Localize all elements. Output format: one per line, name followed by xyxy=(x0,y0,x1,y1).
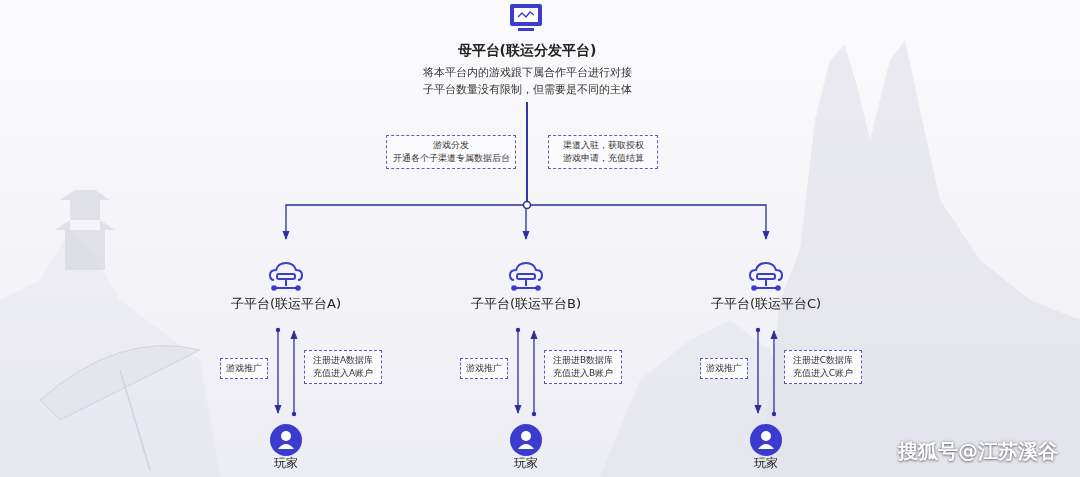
node-label: 游戏分发 开通各个子渠道专属数据后台 xyxy=(391,139,511,165)
note-box: 游戏推广 xyxy=(220,358,268,379)
start-dot xyxy=(772,412,776,416)
node-label: 注册进B数据库 充值进入B账户 xyxy=(549,354,617,380)
note-box: 游戏推广 xyxy=(700,358,748,379)
start-dot xyxy=(276,328,280,332)
node-body: 将本平台内的游戏跟下属合作平台进行对接 子平台数量没有限制，但需要是不同的主体 xyxy=(407,64,647,98)
player-icon xyxy=(750,424,782,456)
note-box: 游戏分发 开通各个子渠道专属数据后台 xyxy=(386,135,516,169)
note-box: 渠道入驻，获取授权 游戏申请，充值结算 xyxy=(548,135,658,169)
connector xyxy=(517,330,518,413)
umbrella-sketch xyxy=(40,346,200,470)
connector xyxy=(286,102,527,239)
node-label: 游戏推广 xyxy=(705,362,743,375)
node-label: 玩家 xyxy=(496,456,556,470)
mountain-silhouettes xyxy=(0,40,1080,477)
connector xyxy=(293,331,294,414)
player-node: 玩家 xyxy=(496,414,556,470)
platform-node: 母平台(联运分发平台) 将本平台内的游戏跟下属合作平台进行对接 子平台数量没有限制… xyxy=(407,40,647,98)
note-box: 注册进B数据库 充值进入B账户 xyxy=(544,350,622,384)
start-dot xyxy=(516,328,520,332)
connector xyxy=(533,331,534,414)
node-label: 玩家 xyxy=(736,456,796,470)
node-label: 子平台(联运平台C) xyxy=(691,296,841,312)
watermark: 搜狐号@江苏溪谷 xyxy=(898,438,1058,465)
node-label: 子平台(联运平台A) xyxy=(211,296,361,312)
node-label: 游戏推广 xyxy=(225,362,263,375)
player-node: 玩家 xyxy=(736,414,796,470)
cloud-icon xyxy=(270,263,302,290)
start-dot xyxy=(756,328,760,332)
player-icon xyxy=(510,424,542,456)
node-label: 渠道入驻，获取授权 游戏申请，充值结算 xyxy=(553,139,653,165)
player-icon xyxy=(270,424,302,456)
node-label: 注册进C数据库 充值进入C账户 xyxy=(789,354,857,380)
start-dot xyxy=(532,412,536,416)
junction-dot xyxy=(524,202,531,209)
player-node: 玩家 xyxy=(256,414,316,470)
subplatform-node: 子平台(联运平台A) xyxy=(211,240,361,330)
subplatform-node: 子平台(联运平台C) xyxy=(691,240,841,330)
node-label: 游戏推广 xyxy=(465,362,503,375)
node-label: 子平台(联运平台B) xyxy=(451,296,601,312)
note-box: 游戏推广 xyxy=(460,358,508,379)
note-box: 注册进C数据库 充值进入C账户 xyxy=(784,350,862,384)
player-icons xyxy=(270,424,782,456)
subplatform-node: 子平台(联运平台B) xyxy=(451,240,601,330)
monitor-icon xyxy=(510,4,542,31)
cloud-icon xyxy=(750,263,782,290)
pagoda-silhouette xyxy=(55,190,115,270)
node-label: 玩家 xyxy=(256,456,316,470)
cloud-network-icons xyxy=(270,263,782,290)
node-label: 注册进A数据库 充值进入A账户 xyxy=(309,354,377,380)
note-box: 注册进A数据库 充值进入A账户 xyxy=(304,350,382,384)
cloud-icon xyxy=(510,263,542,290)
connector xyxy=(527,102,766,239)
connector xyxy=(757,330,758,413)
node-heading: 母平台(联运分发平台) xyxy=(407,40,647,60)
start-dot xyxy=(292,412,296,416)
connector xyxy=(277,330,278,413)
connector xyxy=(773,331,774,414)
